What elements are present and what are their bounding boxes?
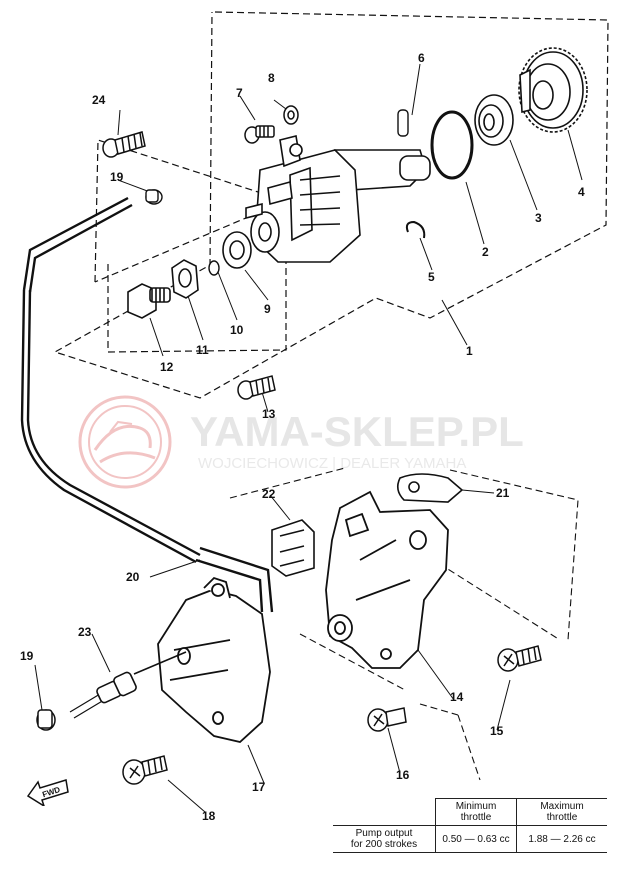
drive-gear: [518, 47, 588, 133]
screw-7: [244, 125, 275, 144]
spec-col-minimum-line2: throttle: [460, 812, 492, 823]
watermark-subtitle: WOJCIECHOWICZ | DEALER YAMAHA: [198, 455, 466, 472]
screw-15: [497, 645, 542, 672]
hose-clip-top: [145, 189, 163, 205]
callout-3: 3: [535, 211, 542, 225]
spec-col-maximum-line1: Maximum: [540, 801, 584, 812]
oil-hose: [20, 196, 274, 613]
callout-17: 17: [252, 780, 266, 794]
spec-col-maximum-line2: throttle: [546, 812, 578, 823]
bracket-group-boundary: [229, 467, 579, 781]
pump-bracket: [325, 490, 449, 669]
spec-col-minimum-line1: Minimum: [455, 801, 497, 812]
callout-19-top: 19: [110, 170, 124, 184]
screw-8-washer: [283, 105, 299, 125]
pump-assembly-boundary: [53, 11, 609, 399]
spec-row-label-line1: Pump output: [355, 828, 413, 839]
pump-output-spec-table: Minimum throttle Maximum throttle Pump o…: [333, 798, 607, 853]
pin: [397, 109, 409, 137]
callout-1: 1: [466, 344, 473, 358]
spec-row-label: Pump output for 200 strokes: [333, 825, 436, 853]
adjusting-nut: [171, 259, 199, 299]
callout-9: 9: [264, 302, 271, 316]
spec-col-minimum: Minimum throttle: [435, 798, 517, 826]
callout-15: 15: [490, 724, 504, 738]
spec-min-value: 0.50 — 0.63 cc: [435, 825, 517, 853]
callout-24: 24: [92, 93, 106, 107]
hose-clip-bottom: [36, 709, 56, 731]
small-washer: [208, 260, 220, 276]
forward-arrow-icon: FWD: [26, 779, 69, 806]
callout-10: 10: [230, 323, 244, 337]
callout-7: 7: [236, 86, 243, 100]
callout-16: 16: [396, 768, 410, 782]
leader-lines: [34, 63, 583, 813]
cable-adjuster: [69, 651, 187, 719]
callout-6: 6: [418, 51, 425, 65]
callout-18: 18: [202, 809, 216, 823]
callout-2: 2: [482, 245, 489, 259]
spec-row-label-line2: for 200 strokes: [350, 839, 418, 850]
callout-22: 22: [262, 487, 276, 501]
watermark-title: YAMA-SKLEP.PL: [190, 408, 524, 455]
bleed-bolt: [127, 283, 171, 319]
spec-max-value: 1.88 — 2.26 cc: [516, 825, 607, 853]
spec-data-row: Pump output for 200 strokes 0.50 — 0.63 …: [333, 825, 607, 853]
callout-8: 8: [268, 71, 275, 85]
o-ring: [430, 110, 474, 180]
screw-13: [237, 375, 276, 400]
gasket-washer: [222, 231, 252, 269]
callout-11: 11: [196, 343, 209, 357]
screw-24: [102, 131, 146, 158]
callout-12: 12: [160, 360, 174, 374]
callout-21: 21: [496, 486, 510, 500]
callout-20: 20: [126, 570, 140, 584]
cam-plate: [396, 473, 464, 503]
screw-18: [122, 755, 168, 785]
screw-16: [367, 707, 407, 732]
callout-4: 4: [578, 185, 585, 199]
oil-pump-body: [245, 135, 431, 263]
watermark: YAMA-SKLEP.PL WOJCIECHOWICZ | DEALER YAM…: [78, 395, 524, 489]
callout-5: 5: [428, 270, 435, 284]
spec-header-row: Minimum throttle Maximum throttle: [333, 798, 607, 826]
callout-13: 13: [262, 407, 276, 421]
callout-23: 23: [78, 625, 92, 639]
circlip: [405, 220, 426, 239]
pump-cover: [157, 576, 271, 743]
callout-14: 14: [450, 690, 464, 704]
watermark-logo: [78, 395, 172, 489]
callout-19-bottom: 19: [20, 649, 34, 663]
spec-corner-cell: [333, 798, 436, 826]
callout-labels: 1 2 3 4 5 6 7 8 9 10 11 12 13 14 15 16 1…: [20, 51, 585, 823]
bearing: [474, 94, 514, 146]
rubber-grommet: [271, 519, 315, 577]
spec-col-maximum: Maximum throttle: [516, 798, 607, 826]
